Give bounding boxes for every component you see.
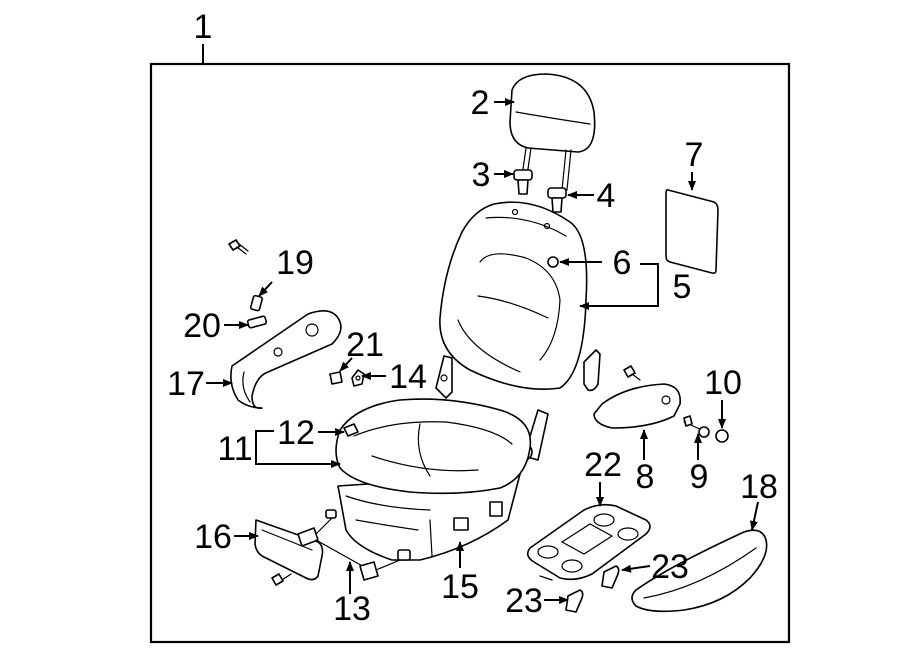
assembly-frame: [149, 62, 791, 644]
leader-18: [749, 501, 759, 531]
callout-6: 6: [613, 244, 632, 282]
callout-12: 12: [277, 414, 315, 452]
screw-part: [271, 573, 292, 586]
trim-piece-lower-part: [565, 589, 584, 613]
leader-23-upper: [621, 564, 651, 573]
seat-back-clip-part: [547, 256, 559, 268]
callout-4: 4: [597, 177, 616, 215]
callout-1: 1: [194, 8, 213, 46]
callout-15: 15: [441, 568, 479, 606]
latch-bracket-part: [351, 369, 365, 387]
seat-back-part: [439, 201, 588, 390]
callout-11: 11: [217, 430, 252, 468]
rod-assembly-part: [297, 509, 411, 581]
callout-3: 3: [472, 156, 491, 194]
cap-part: [246, 315, 268, 329]
callout-8: 8: [636, 458, 655, 496]
callout-5: 5: [673, 268, 692, 306]
callout-17: 17: [167, 365, 205, 403]
leader-19: [258, 281, 273, 297]
callout-14: 14: [389, 358, 427, 396]
callout-16: 16: [194, 518, 232, 556]
side-shield-left-part: [230, 310, 342, 410]
side-shield-right-part: [631, 529, 768, 613]
headrest-guide-left-part: [513, 169, 533, 195]
clip-part: [249, 294, 263, 312]
console-tray-part: [526, 503, 651, 581]
callout-23-lower: 23: [505, 582, 543, 620]
callout-21: 21: [346, 326, 384, 364]
bolt-part: [228, 239, 249, 255]
callout-9: 9: [690, 458, 709, 496]
armrest-bracket-part: [583, 349, 601, 392]
headrest-part: [509, 73, 596, 191]
trim-piece-upper-part: [601, 565, 620, 589]
armrest-bolt-part: [623, 365, 641, 381]
callout-22: 22: [584, 446, 622, 484]
callout-23-upper: 23: [651, 548, 689, 586]
callout-19: 19: [276, 244, 314, 282]
callout-18: 18: [740, 468, 778, 506]
leader-11-bracket: [255, 430, 274, 465]
bolt-cap-part: [715, 429, 729, 443]
callout-2: 2: [471, 84, 490, 122]
cushion-clip-part: [343, 423, 359, 437]
seat-cushion-part: [335, 398, 532, 561]
callout-7: 7: [685, 136, 704, 174]
cover-part: [254, 519, 324, 581]
washer-bolt-part: [683, 415, 710, 438]
leader-5-bracket: [640, 263, 659, 307]
small-pad-part: [329, 371, 343, 385]
callout-10: 10: [704, 364, 742, 402]
leader-21: [339, 357, 353, 372]
back-panel-pad-part: [665, 189, 719, 274]
headrest-guide-right-part: [547, 187, 567, 213]
callout-20: 20: [183, 307, 221, 345]
recliner-hinge-left-part: [435, 355, 453, 399]
callout-13: 13: [333, 590, 371, 628]
armrest-part: [593, 383, 681, 429]
